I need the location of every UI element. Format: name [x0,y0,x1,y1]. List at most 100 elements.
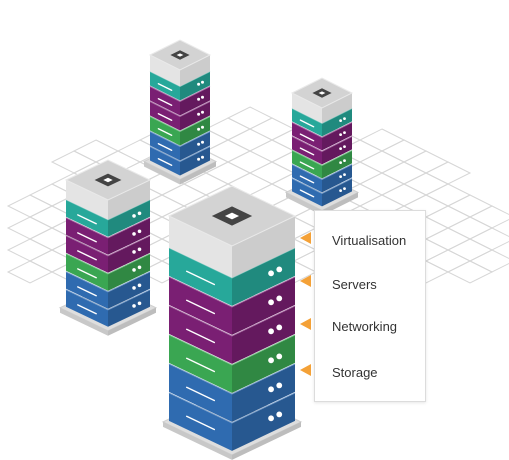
grid-cell [248,161,296,185]
slab-slot [299,175,315,184]
slab-slot [185,270,216,286]
server-slab-side [180,131,210,161]
server-slab [169,305,232,364]
server-towers [58,39,360,460]
server-slab [150,131,180,161]
status-led-icon [197,82,201,86]
server-slab [150,101,180,131]
server-slab-side [232,334,295,393]
server-slab [169,392,232,451]
tower-cap-side [322,93,352,124]
pointer-arrow-icon [300,275,311,287]
grid-cell [358,150,406,174]
status-led-icon [201,125,204,129]
server-slab [292,178,322,207]
status-led-icon [137,283,142,288]
tower-base-side [60,307,108,336]
slab-slot [185,386,216,402]
tower-cap-side [180,55,210,87]
slab-edge [149,131,211,148]
status-led-icon [276,382,283,389]
status-led-icon [197,142,201,146]
server-slab [292,164,322,193]
server-tower-back-center [142,39,218,185]
slab-slot [157,142,173,152]
server-slab [66,271,108,309]
slab-slot [77,232,97,243]
slab-slot [299,189,315,198]
status-led-icon [201,95,204,99]
grid-cell [358,128,406,152]
server-slab [66,217,108,255]
slab-slot [157,112,173,122]
status-led-icon [137,211,142,216]
slab-edge [149,146,211,163]
server-slab-side [180,86,210,116]
label-servers: Servers [332,277,377,292]
grid-cell [424,183,472,207]
status-led-icon [197,97,201,101]
slab-edge [168,276,296,308]
grid-cell [248,117,296,141]
slab-slot [77,214,97,225]
status-led-icon [276,353,283,360]
slab-edge [149,116,211,133]
server-slab-side [108,289,150,327]
status-led-icon [339,133,342,137]
grid-cell [446,260,494,284]
server-tower-left [58,159,158,336]
server-slab-side [322,136,352,165]
server-slab [66,289,108,327]
grid-cell [6,238,54,262]
status-led-icon [268,357,274,364]
server-slab [292,136,322,165]
slab-edge [291,163,353,180]
slab-edge [149,86,211,103]
grid-cell [6,216,54,240]
status-led-icon [339,147,342,151]
slab-slot [185,328,216,344]
status-led-icon [268,270,274,277]
server-slab-side [322,122,352,151]
grid-cell [402,172,450,196]
status-led-icon [339,175,342,179]
status-led-icon [276,295,283,302]
slab-edge [149,101,211,118]
server-slab [292,108,322,137]
server-slab [169,276,232,335]
slab-edge [168,363,296,395]
server-slab-side [180,146,210,176]
slab-edge [291,149,353,166]
status-led-icon [343,145,346,149]
status-led-icon [201,140,204,144]
server-slab-side [322,108,352,137]
server-slab-side [232,305,295,364]
status-led-icon [137,265,142,270]
label-networking: Networking [332,319,398,334]
server-slab-side [232,363,295,422]
status-led-icon [339,119,342,122]
slab-slot [157,157,173,167]
server-slab-side [108,253,150,291]
server-slab-side [232,276,295,335]
tower-base-side [322,192,358,216]
status-led-icon [343,117,346,121]
server-slab-side [180,116,210,146]
server-slab [66,253,108,291]
server-slab-side [108,271,150,309]
server-slab-side [322,178,352,207]
grid-cell [380,139,428,163]
server-slab-side [232,247,295,306]
slab-slot [77,250,97,261]
tower-base-side [286,192,322,216]
server-slab [292,122,322,151]
grid-cell [468,205,509,229]
status-led-icon [132,232,136,236]
slab-edge [291,135,353,152]
slab-slot [157,127,173,137]
server-slab-side [108,199,150,237]
server-slab [150,146,180,176]
label-storage: Storage [332,365,378,380]
label-virtualisation: Virtualisation [332,233,407,248]
